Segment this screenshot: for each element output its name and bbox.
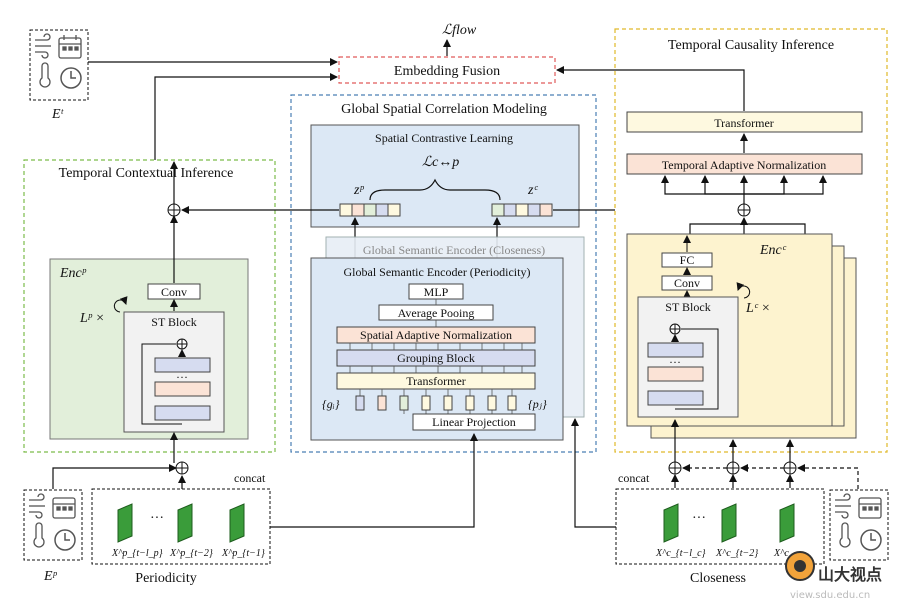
zc-vector xyxy=(491,203,553,217)
global-spatial-title: Global Spatial Correlation Modeling xyxy=(341,102,547,117)
temporal-context-title: Temporal Contextual Inference xyxy=(59,166,234,181)
embedding-fusion-label: Embedding Fusion xyxy=(394,64,500,79)
clock-icon xyxy=(54,529,76,551)
clock-icon xyxy=(60,67,82,89)
svg-text:···: ··· xyxy=(669,355,681,369)
st-block-c: ST Block ··· xyxy=(637,296,739,418)
conv-c-box: Conv xyxy=(661,275,713,291)
watermark-text: 山大视点 xyxy=(818,565,882,584)
linear-projection-box: Linear Projection xyxy=(412,413,536,431)
temporal-causality-title: Temporal Causality Inference xyxy=(668,38,834,53)
thermometer-icon xyxy=(39,62,51,88)
contrastive-loss: ℒc↔p xyxy=(422,155,459,170)
svg-text:Spatial Contrastive Learning: Spatial Contrastive Learning xyxy=(375,131,513,145)
svg-text:Transformer: Transformer xyxy=(714,116,774,130)
thermometer-icon xyxy=(839,522,851,548)
gi-label: {gᵢ} xyxy=(322,397,340,411)
conv-p-box: Conv xyxy=(147,283,201,300)
svg-text:Conv: Conv xyxy=(161,285,187,299)
wind-icon xyxy=(835,493,851,519)
watermark: 山大视点 view.sdu.edu.cn xyxy=(785,551,882,601)
xp-1: X^p_{t−l_p} xyxy=(111,548,163,559)
svg-text:···: ··· xyxy=(176,370,188,384)
svg-text:Temporal Adaptive Normalizatio: Temporal Adaptive Normalization xyxy=(662,158,826,172)
clock-icon xyxy=(860,529,882,551)
fc-box: FC xyxy=(661,252,713,268)
svg-text:···: ··· xyxy=(150,511,164,526)
enc-c-label: Encᶜ xyxy=(759,243,787,258)
zp-vector xyxy=(339,203,401,217)
repeat-p-label: Lᵖ × xyxy=(79,311,105,326)
calendar-icon xyxy=(52,497,76,519)
closeness-grids xyxy=(663,503,795,543)
ec-icon-box xyxy=(829,489,889,561)
zc-label: zᶜ xyxy=(527,183,538,198)
concat-right-label: concat xyxy=(618,471,650,485)
svg-text:Transformer: Transformer xyxy=(406,374,466,388)
svg-text:MLP: MLP xyxy=(424,285,449,299)
token-connectors xyxy=(349,299,523,414)
mlp-box: MLP xyxy=(408,283,464,300)
grouping-box: Grouping Block xyxy=(336,349,536,367)
right-transformer-box: Transformer xyxy=(626,111,863,133)
thermometer-icon xyxy=(33,522,45,548)
zp-label: zᵖ xyxy=(353,183,364,198)
token-row xyxy=(355,395,517,411)
xc-2: X^c_{t−2} xyxy=(715,548,758,559)
xc-1: X^c_{t−l_c} xyxy=(655,548,706,559)
xp-3: X^p_{t−1} xyxy=(221,548,265,559)
xp-2: X^p_{t−2} xyxy=(169,548,213,559)
svg-text:Global Semantic Encoder (Close: Global Semantic Encoder (Closeness) xyxy=(363,243,545,257)
wind-icon xyxy=(35,33,51,59)
svg-text:Spatial Adaptive Normalization: Spatial Adaptive Normalization xyxy=(360,328,512,342)
concat-left-label: concat xyxy=(234,471,266,485)
svg-text:Average Pooing: Average Pooing xyxy=(398,306,475,320)
center-transformer-box: Transformer xyxy=(336,372,536,390)
embedding-fusion-box: Embedding Fusion xyxy=(338,56,556,84)
et-icon-box xyxy=(29,29,89,101)
loss-flow-label: ℒflow xyxy=(442,23,477,38)
avg-pool-box: Average Pooing xyxy=(378,304,494,321)
st-block-p: ST Block ··· xyxy=(123,311,225,433)
enc-p-label: Encᵖ xyxy=(59,266,87,281)
calendar-icon xyxy=(858,497,882,519)
svg-text:ST Block: ST Block xyxy=(151,315,196,329)
closeness-plus-nodes xyxy=(671,419,794,488)
svg-text:Linear Projection: Linear Projection xyxy=(432,415,516,429)
tan-box: Temporal Adaptive Normalization xyxy=(626,153,863,175)
san-box: Spatial Adaptive Normalization xyxy=(336,326,536,344)
xc-3: X^c xyxy=(773,548,789,559)
ep-label: Eᵖ xyxy=(43,569,58,584)
svg-text:Conv: Conv xyxy=(674,276,700,290)
periodicity-label: Periodicity xyxy=(135,571,196,586)
pj-label: {pⱼ} xyxy=(528,397,547,411)
svg-text:ST Block: ST Block xyxy=(665,300,710,314)
wind-icon xyxy=(29,493,45,519)
svg-text:FC: FC xyxy=(680,253,695,267)
closeness-label: Closeness xyxy=(690,571,746,586)
svg-text:···: ··· xyxy=(692,511,706,526)
et-label: Eᵗ xyxy=(51,107,65,122)
periodicity-grids xyxy=(117,503,245,543)
svg-text:Global Semantic Encoder (Perio: Global Semantic Encoder (Periodicity) xyxy=(344,265,531,279)
repeat-c-label: Lᶜ × xyxy=(745,301,770,316)
calendar-icon xyxy=(58,35,82,59)
watermark-url: view.sdu.edu.cn xyxy=(790,590,870,601)
ep-icon-box xyxy=(23,489,83,561)
svg-text:Grouping Block: Grouping Block xyxy=(397,351,475,365)
